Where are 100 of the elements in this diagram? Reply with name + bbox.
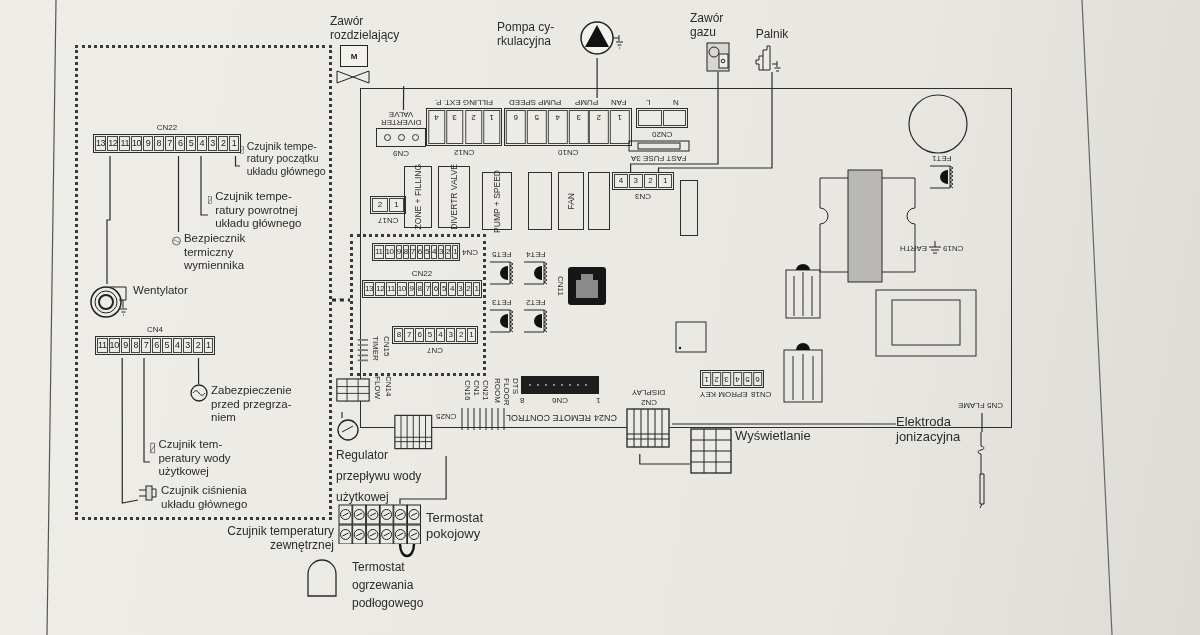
pin-number: 5 xyxy=(526,110,547,144)
pin-number: 13 xyxy=(95,136,107,151)
connector-label: CN14 xyxy=(384,376,392,397)
connector-label: CN3 xyxy=(635,192,651,200)
pin-number: 4 xyxy=(547,110,568,144)
wire xyxy=(639,453,691,465)
pin-number: 7 xyxy=(141,338,151,353)
pin-number: 2 xyxy=(456,328,466,342)
component-label: Zawór gazu xyxy=(690,10,725,39)
pin-number: 4 xyxy=(196,136,207,151)
connector-label: FLOW xyxy=(373,376,381,400)
component-label: Czujnik tempe- ratury początku układu głównego xyxy=(246,140,327,178)
pin-number: 6 xyxy=(506,110,526,144)
component-label: Wyświetlanie xyxy=(735,428,811,444)
connector-label: CN17 xyxy=(377,216,399,224)
connector-label: CN2 xyxy=(641,398,657,406)
connector-label: CN1 xyxy=(471,380,481,396)
connector-label: CN4 xyxy=(147,326,163,334)
pin-number: 7 xyxy=(404,328,414,342)
pin-number: 9 xyxy=(395,245,402,259)
pin-number: 3 xyxy=(628,174,643,188)
connector-label: FILLING EXT. P. xyxy=(434,98,494,106)
connector-label: EPROM KEY xyxy=(700,390,748,398)
connector-label: CN25 xyxy=(435,412,456,420)
connector-label: DIVERTER VALVE xyxy=(379,110,423,126)
wire xyxy=(234,155,241,167)
wire xyxy=(341,411,343,419)
relay-label: FAN xyxy=(566,192,576,210)
pin-number: 7 xyxy=(424,282,432,296)
wire xyxy=(596,57,598,99)
pin-number: 2 xyxy=(372,198,388,212)
connector-label: PUMP SPEED xyxy=(509,98,562,106)
wire xyxy=(121,357,139,504)
pin-number: 2 xyxy=(712,372,722,386)
pin-number: 11 xyxy=(374,245,384,259)
wire xyxy=(981,412,983,433)
pin-number: 3 xyxy=(438,245,445,259)
pin-number: 5 xyxy=(440,282,448,296)
connector-label: CN19 xyxy=(942,244,964,252)
connector-label: CN10 xyxy=(557,148,579,156)
pin-number: 9 xyxy=(407,282,415,296)
pin-number: 2 xyxy=(464,110,482,144)
wire xyxy=(177,155,180,233)
pin-number: 1 xyxy=(472,282,480,296)
connector-label: CN5 xyxy=(986,401,1003,409)
connector-label: EARTH xyxy=(900,244,927,252)
component-label: Pompa cy- rkulacyjna xyxy=(497,20,556,49)
connector-label: TIMER xyxy=(371,336,379,361)
connector-label: CN24 xyxy=(594,412,618,422)
component-label: Czujnik tem- peratury wody użytkowej xyxy=(158,438,232,479)
component-label: FET3 xyxy=(492,298,512,306)
wire xyxy=(200,155,209,216)
pin-number: 3 xyxy=(207,136,218,151)
connector-label: FAN xyxy=(611,98,627,106)
pin-number: 10 xyxy=(131,136,143,151)
pin-number: 4 xyxy=(435,328,445,342)
component-label: Czujnik ciśnienia układu głównego xyxy=(161,484,249,512)
pin-number: 1 xyxy=(482,110,500,144)
pin-number: 13 xyxy=(364,282,375,296)
component-label: Elektroda jonizacyjna xyxy=(896,414,962,445)
pin-number: 8 xyxy=(153,136,164,151)
pin-number: 1 xyxy=(203,338,213,353)
pin-number: 1 xyxy=(610,110,630,144)
connector-label: CN16 xyxy=(462,380,472,401)
pin-number: 11 xyxy=(119,136,130,151)
pin-number: 6 xyxy=(752,372,762,386)
connector-label: FLOOR xyxy=(501,378,511,406)
pin-number: 4 xyxy=(732,372,742,386)
wire xyxy=(630,71,719,173)
connector-label: ROOM xyxy=(492,378,502,403)
dotted-link-line xyxy=(332,298,350,302)
pin-number: 4 xyxy=(430,245,437,259)
pin-number: 1 xyxy=(452,245,459,259)
connector-label: DISPLAY xyxy=(632,388,666,396)
fuse-label: FAST FUSE 3A xyxy=(631,154,687,162)
wire xyxy=(399,455,447,505)
component-label: Czujnik tempe- ratury powrotnej układu głównego xyxy=(215,190,303,231)
pin-number: 5 xyxy=(186,136,196,151)
pin-number: 2 xyxy=(218,136,229,151)
connector-label: CN20 xyxy=(651,130,673,138)
pin-number: 1 xyxy=(466,328,476,342)
wire xyxy=(657,71,773,173)
connector-label: CN6 xyxy=(552,396,568,404)
component-label: FET1 xyxy=(932,154,952,162)
pin-number: 10 xyxy=(396,282,407,296)
pin-number: 8 xyxy=(394,328,404,342)
wire xyxy=(402,85,405,111)
wire xyxy=(106,155,111,285)
pin-number: 7 xyxy=(409,245,416,259)
pin-number: 1 xyxy=(388,198,404,212)
pin-number: 6 xyxy=(175,136,186,151)
connector-label: CN22 xyxy=(411,270,433,278)
pin-number: 1 xyxy=(702,372,712,386)
pin-number: 9 xyxy=(120,338,131,353)
pin-number: 4 xyxy=(448,282,456,296)
pin-number: 2 xyxy=(193,338,203,353)
wire xyxy=(197,357,200,385)
connector-label: CN15 xyxy=(382,336,390,357)
pin-number: 3 xyxy=(722,372,732,386)
component-label: FET4 xyxy=(526,250,546,258)
